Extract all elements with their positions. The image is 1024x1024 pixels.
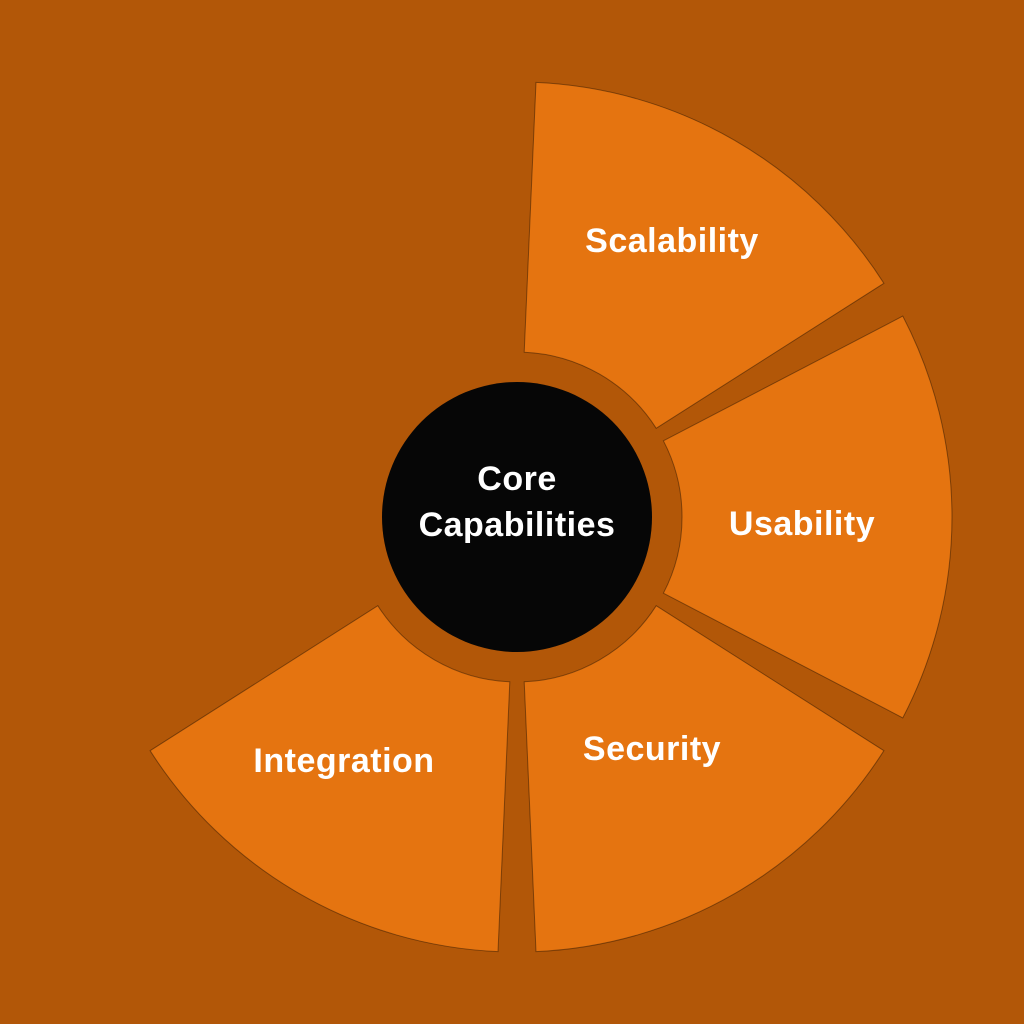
segment-label-usability: Usability [729, 505, 875, 543]
segment-label-security: Security [583, 730, 721, 768]
segment-label-scalability: Scalability [585, 222, 759, 260]
center-hub-circle [382, 382, 652, 652]
segment-security [523, 605, 885, 953]
segment-label-integration: Integration [253, 742, 434, 780]
segment-integration [149, 605, 511, 953]
segment-usability [662, 315, 953, 719]
center-label-line-2: Capabilities [419, 506, 616, 544]
segment-scalability [523, 81, 885, 429]
center-label-line-1: Core [477, 460, 556, 498]
